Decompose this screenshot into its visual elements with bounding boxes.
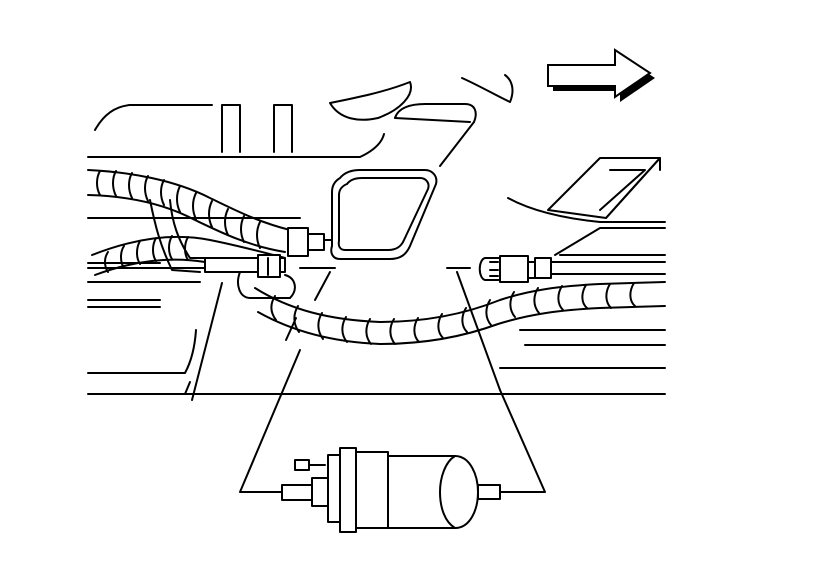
fuel-line-connector (204, 227, 666, 299)
fuel-hose-harness (87, 169, 666, 345)
detail-callout (191, 267, 546, 493)
vehicle-frame (87, 74, 666, 395)
mounting-bracket (330, 103, 477, 260)
fuel-filter (281, 447, 501, 533)
arrow-right-icon (547, 48, 655, 102)
